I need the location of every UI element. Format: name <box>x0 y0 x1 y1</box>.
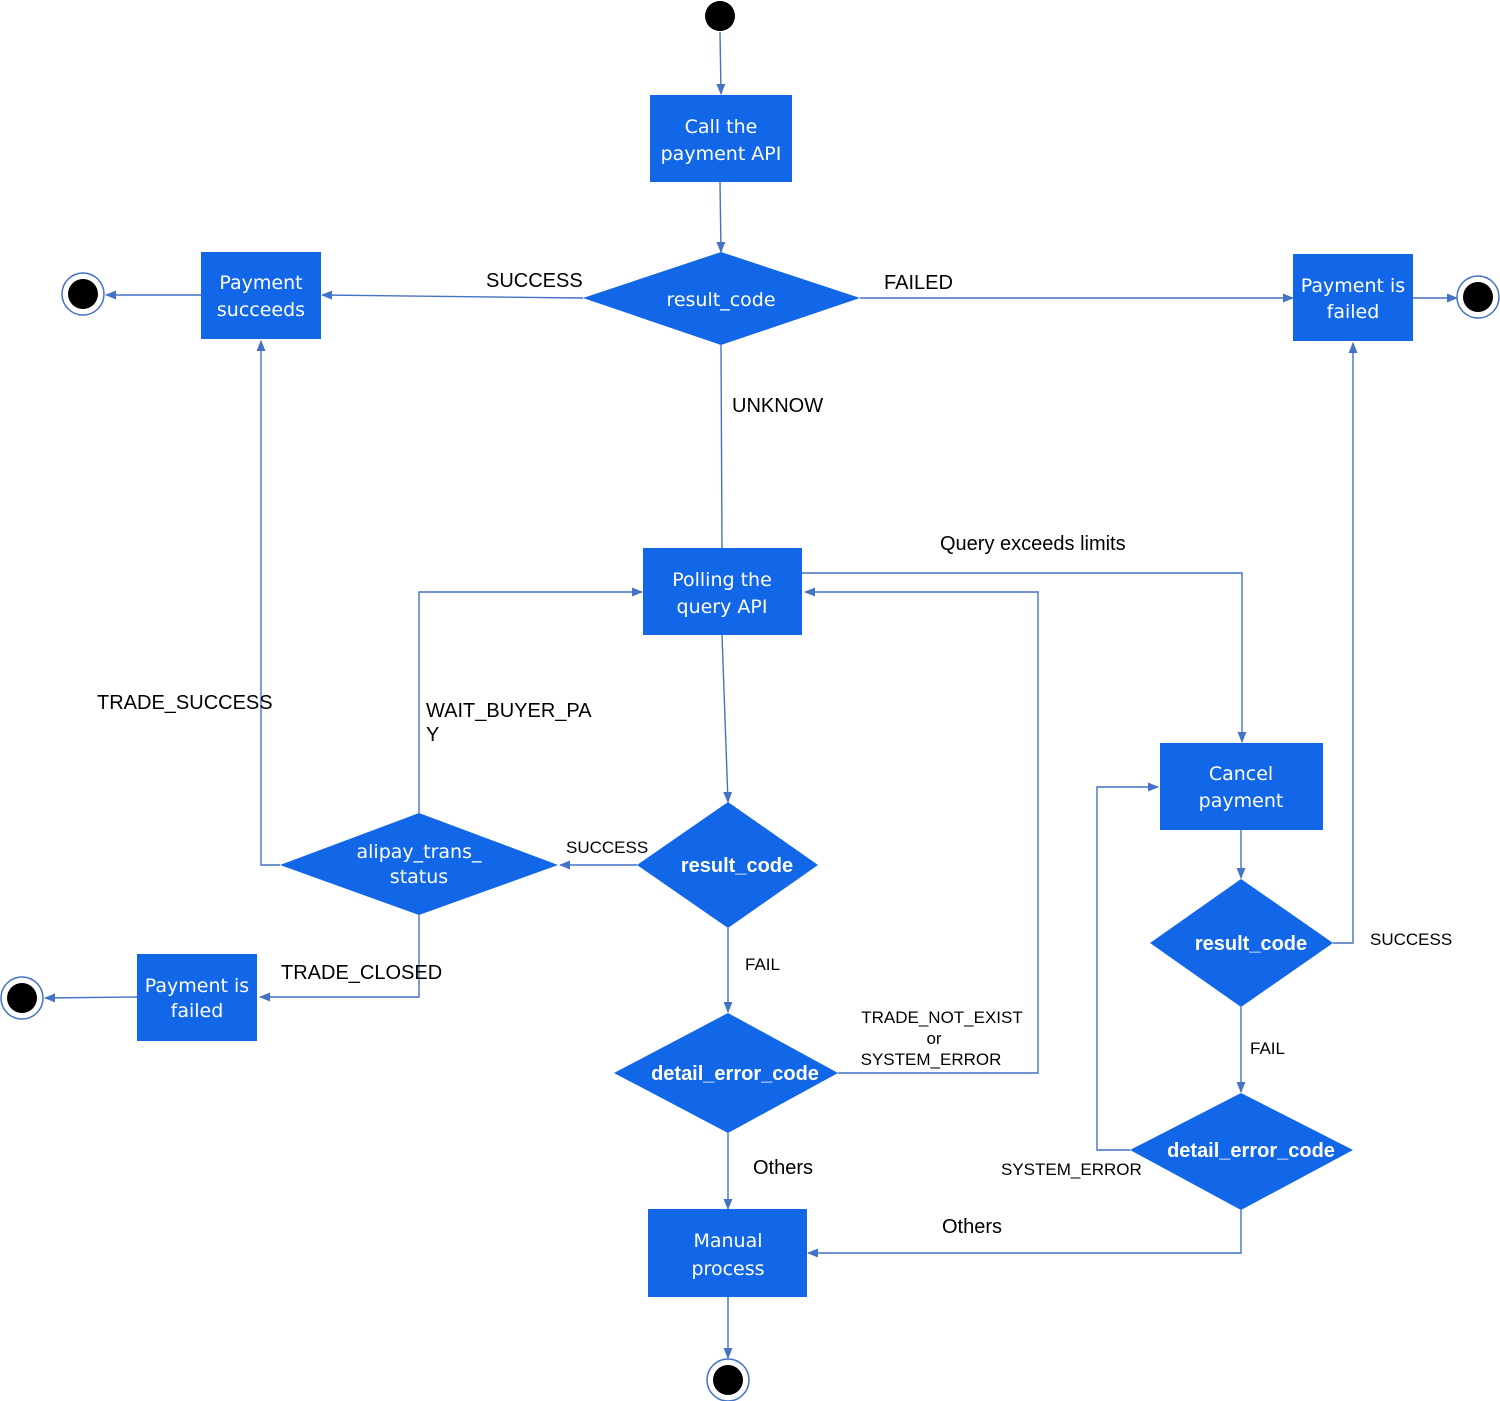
edge-failed-left-to-end <box>43 993 138 1003</box>
end-node-right-top <box>1456 275 1500 319</box>
edge-wait-buyer-pay <box>418 587 644 813</box>
label-success-mid: SUCCESS <box>566 838 648 857</box>
decision-alipay-trans-status-line1: alipay_trans_ <box>357 841 482 863</box>
node-payment-failed-right-line2: failed <box>1327 301 1380 323</box>
end-node-left-top <box>61 272 105 316</box>
node-polling-query-api: Polling the query API <box>643 548 802 635</box>
node-cancel-payment: Cancel payment <box>1160 743 1323 830</box>
edge-result-unknow <box>720 344 723 549</box>
node-call-payment-api-line2: payment API <box>661 143 782 165</box>
node-payment-succeeds-line2: succeeds <box>217 299 305 321</box>
end-node-bottom <box>706 1358 750 1401</box>
node-payment-succeeds-line1: Payment <box>219 272 302 294</box>
node-manual-process-line2: process <box>691 1258 764 1280</box>
edge-cancel-success <box>1333 341 1358 944</box>
label-success-top: SUCCESS <box>486 270 583 292</box>
edge-labels: SUCCESS FAILED UNKNOW Query exceeds limi… <box>97 270 1452 1238</box>
decision-detail-error-code-mid-label: detail_error_code <box>651 1063 819 1085</box>
decision-result-code-right-label: result_code <box>1195 933 1307 955</box>
label-trade-success: TRADE_SUCCESS <box>97 692 273 714</box>
node-payment-succeeds: Payment succeeds <box>201 252 321 339</box>
label-unknow: UNKNOW <box>732 395 823 417</box>
node-manual-process-line1: Manual <box>693 1230 762 1252</box>
node-cancel-payment-line2: payment <box>1199 790 1284 812</box>
node-polling-query-api-line1: Polling the <box>672 569 772 591</box>
node-polling-query-api-line2: query API <box>677 596 768 618</box>
label-fail-mid: FAIL <box>745 955 780 974</box>
end-node-left-bottom <box>0 976 44 1020</box>
start-node <box>705 1 735 31</box>
label-others-right: Others <box>942 1216 1002 1238</box>
edge-result-success <box>320 290 584 300</box>
node-manual-process: Manual process <box>648 1209 807 1297</box>
decision-result-code-mid-label: result_code <box>681 855 793 877</box>
edge-polling-to-result <box>721 634 733 804</box>
node-payment-failed-right: Payment is failed <box>1293 254 1413 341</box>
decision-detail-error-code-right: detail_error_code <box>1130 1093 1353 1210</box>
label-query-exceeds: Query exceeds limits <box>940 533 1126 555</box>
edges <box>43 31 1459 1360</box>
label-trade-closed: TRADE_CLOSED <box>281 962 442 984</box>
label-wait-buyer-pay-line1: WAIT_BUYER_PA <box>426 700 592 722</box>
node-cancel-payment-line1: Cancel <box>1209 763 1273 785</box>
node-payment-failed-left-line1: Payment is <box>145 975 249 997</box>
node-call-payment-api-line1: Call the <box>685 116 758 138</box>
edge-trade-closed <box>258 915 420 1002</box>
decision-alipay-trans-status: alipay_trans_ status <box>280 813 558 915</box>
edge-others-right <box>806 1210 1242 1258</box>
label-others-mid: Others <box>753 1157 813 1179</box>
label-fail-right: FAIL <box>1250 1039 1285 1058</box>
decision-detail-error-code-mid: detail_error_code <box>614 1013 838 1133</box>
decision-result-code-right: result_code <box>1150 879 1333 1007</box>
edge-start-to-call <box>716 31 726 96</box>
label-success-right: SUCCESS <box>1370 930 1452 949</box>
edge-call-to-result <box>716 181 726 254</box>
decision-result-code-mid: result_code <box>637 802 818 928</box>
label-trade-not-exist-line3: SYSTEM_ERROR <box>861 1050 1002 1069</box>
edge-system-error-retry <box>1096 782 1160 1151</box>
label-trade-not-exist-line1: TRADE_NOT_EXIST <box>861 1008 1023 1027</box>
decision-result-code-top-label: result_code <box>666 289 775 311</box>
node-payment-failed-right-line1: Payment is <box>1301 275 1405 297</box>
edge-query-exceeds <box>802 572 1247 744</box>
decision-result-code-top: result_code <box>583 252 860 345</box>
label-trade-not-exist-line2: or <box>926 1029 941 1048</box>
edge-trade-success <box>256 339 280 866</box>
label-wait-buyer-pay-line2: Y <box>426 724 439 746</box>
node-payment-failed-left: Payment is failed <box>137 954 257 1041</box>
node-call-payment-api: Call the payment API <box>650 95 792 182</box>
label-system-error-right: SYSTEM_ERROR <box>1001 1160 1142 1179</box>
edge-trade-not-exist <box>803 587 1039 1074</box>
decision-detail-error-code-right-label: detail_error_code <box>1167 1140 1335 1162</box>
node-payment-failed-left-line2: failed <box>171 1000 224 1022</box>
label-failed-top: FAILED <box>884 272 953 294</box>
decision-alipay-trans-status-line2: status <box>390 866 448 888</box>
